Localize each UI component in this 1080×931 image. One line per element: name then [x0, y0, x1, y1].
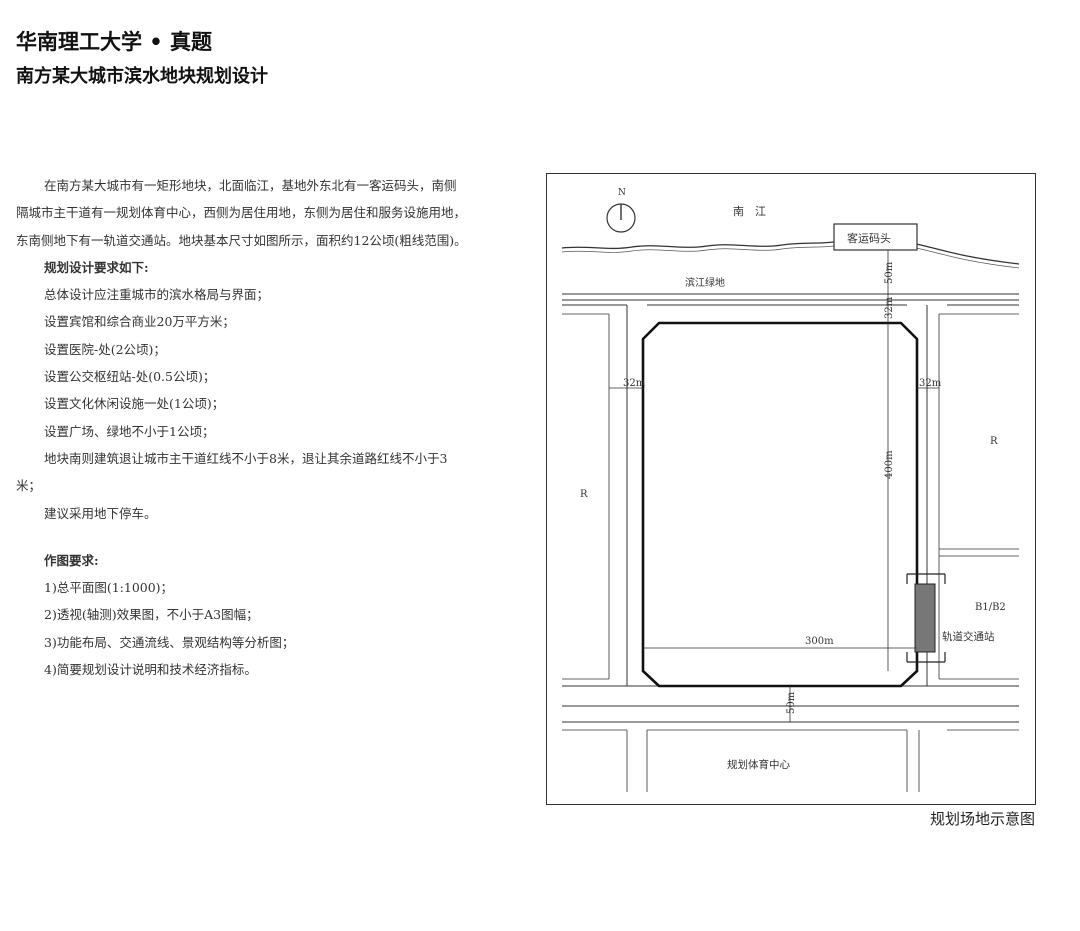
design-brief: 在南方某大城市有一矩形地块，北面临江，基地外东北有一客运码头，南侧隔城市主干道有… [16, 172, 468, 683]
map-caption: 规划场地示意图 [929, 810, 1035, 828]
drawing-item: 3)功能布局、交通流线、景观结构等分析图； [44, 634, 295, 650]
page-subtitle: 南方某大城市滨水地块规划设计 [16, 66, 268, 87]
setback-requirement: 地块南则建筑退让城市主干道红线不小于8米，退让其余道路红线不小于3米； [16, 450, 448, 494]
river-label: 南 江 [733, 205, 766, 218]
zone-label-west-residential: R [580, 489, 588, 500]
parking-suggestion: 建议采用地下停车。 [44, 505, 157, 521]
requirement-item: 设置医院-处(2公顷)； [44, 341, 166, 357]
riverbank-line [561, 241, 1020, 265]
zone-label-commercial: B1/B2 [975, 602, 1006, 613]
dimension-label-west-32m: 32m [623, 378, 646, 389]
dimension-label-400m: 400m [884, 450, 895, 479]
drawing-item: 1)总平面图(1:1000)； [44, 580, 174, 596]
requirement-item: 设置公交枢纽站-处(0.5公顷)； [44, 369, 216, 385]
zone-label-east-residential: R [990, 436, 998, 447]
north-label: N [618, 188, 626, 198]
pier-label: 客运码头 [847, 231, 891, 245]
dimension-label-300m: 300m [805, 636, 834, 647]
drawing-item: 4)简要规划设计说明和技术经济指标。 [44, 662, 257, 678]
stadium-label: 规划体育中心 [727, 758, 790, 771]
north-arrow-icon [606, 203, 636, 233]
riverside-green-label: 滨江绿地 [685, 276, 725, 289]
drawing-requirements-heading: 作图要求: [44, 552, 99, 568]
site-plan-map: N 南 江 客运码头 滨江绿地 [546, 173, 1036, 805]
requirement-item: 设置广场、绿地不小于1公顷； [44, 423, 215, 439]
drawing-item: 2)透视(轴测)效果图，不小于A3图幅； [44, 607, 259, 623]
requirement-item: 设置文化休闲设施一处(1公顷)； [44, 396, 225, 412]
page-title: 华南理工大学 • 真题 [16, 30, 213, 54]
metro-station-label: 轨道交通站 [942, 630, 995, 643]
dimension-label-south-50m: 50m [786, 691, 797, 714]
dimension-label-east-32m: 32m [919, 378, 942, 389]
dimension-label-north-50m: 50m [884, 261, 895, 284]
brief-intro: 在南方某大城市有一矩形地块，北面临江，基地外东北有一客运码头，南侧隔城市主干道有… [16, 178, 467, 248]
requirements-heading: 规划设计要求如下: [44, 259, 149, 275]
site-boundary [641, 321, 919, 688]
riverbank-line-inner [561, 245, 1020, 269]
dimension-label-north-32m: 32m [884, 296, 895, 319]
requirement-item: 总体设计应注重城市的滨水格局与界面； [44, 287, 270, 303]
pier-box [833, 223, 918, 251]
site-plan-drawing: N 南 江 客运码头 滨江绿地 [561, 188, 1020, 792]
spacer [16, 527, 468, 547]
metro-station-hatch [906, 573, 946, 663]
requirement-item: 设置宾馆和综合商业20万平方米； [44, 314, 235, 330]
